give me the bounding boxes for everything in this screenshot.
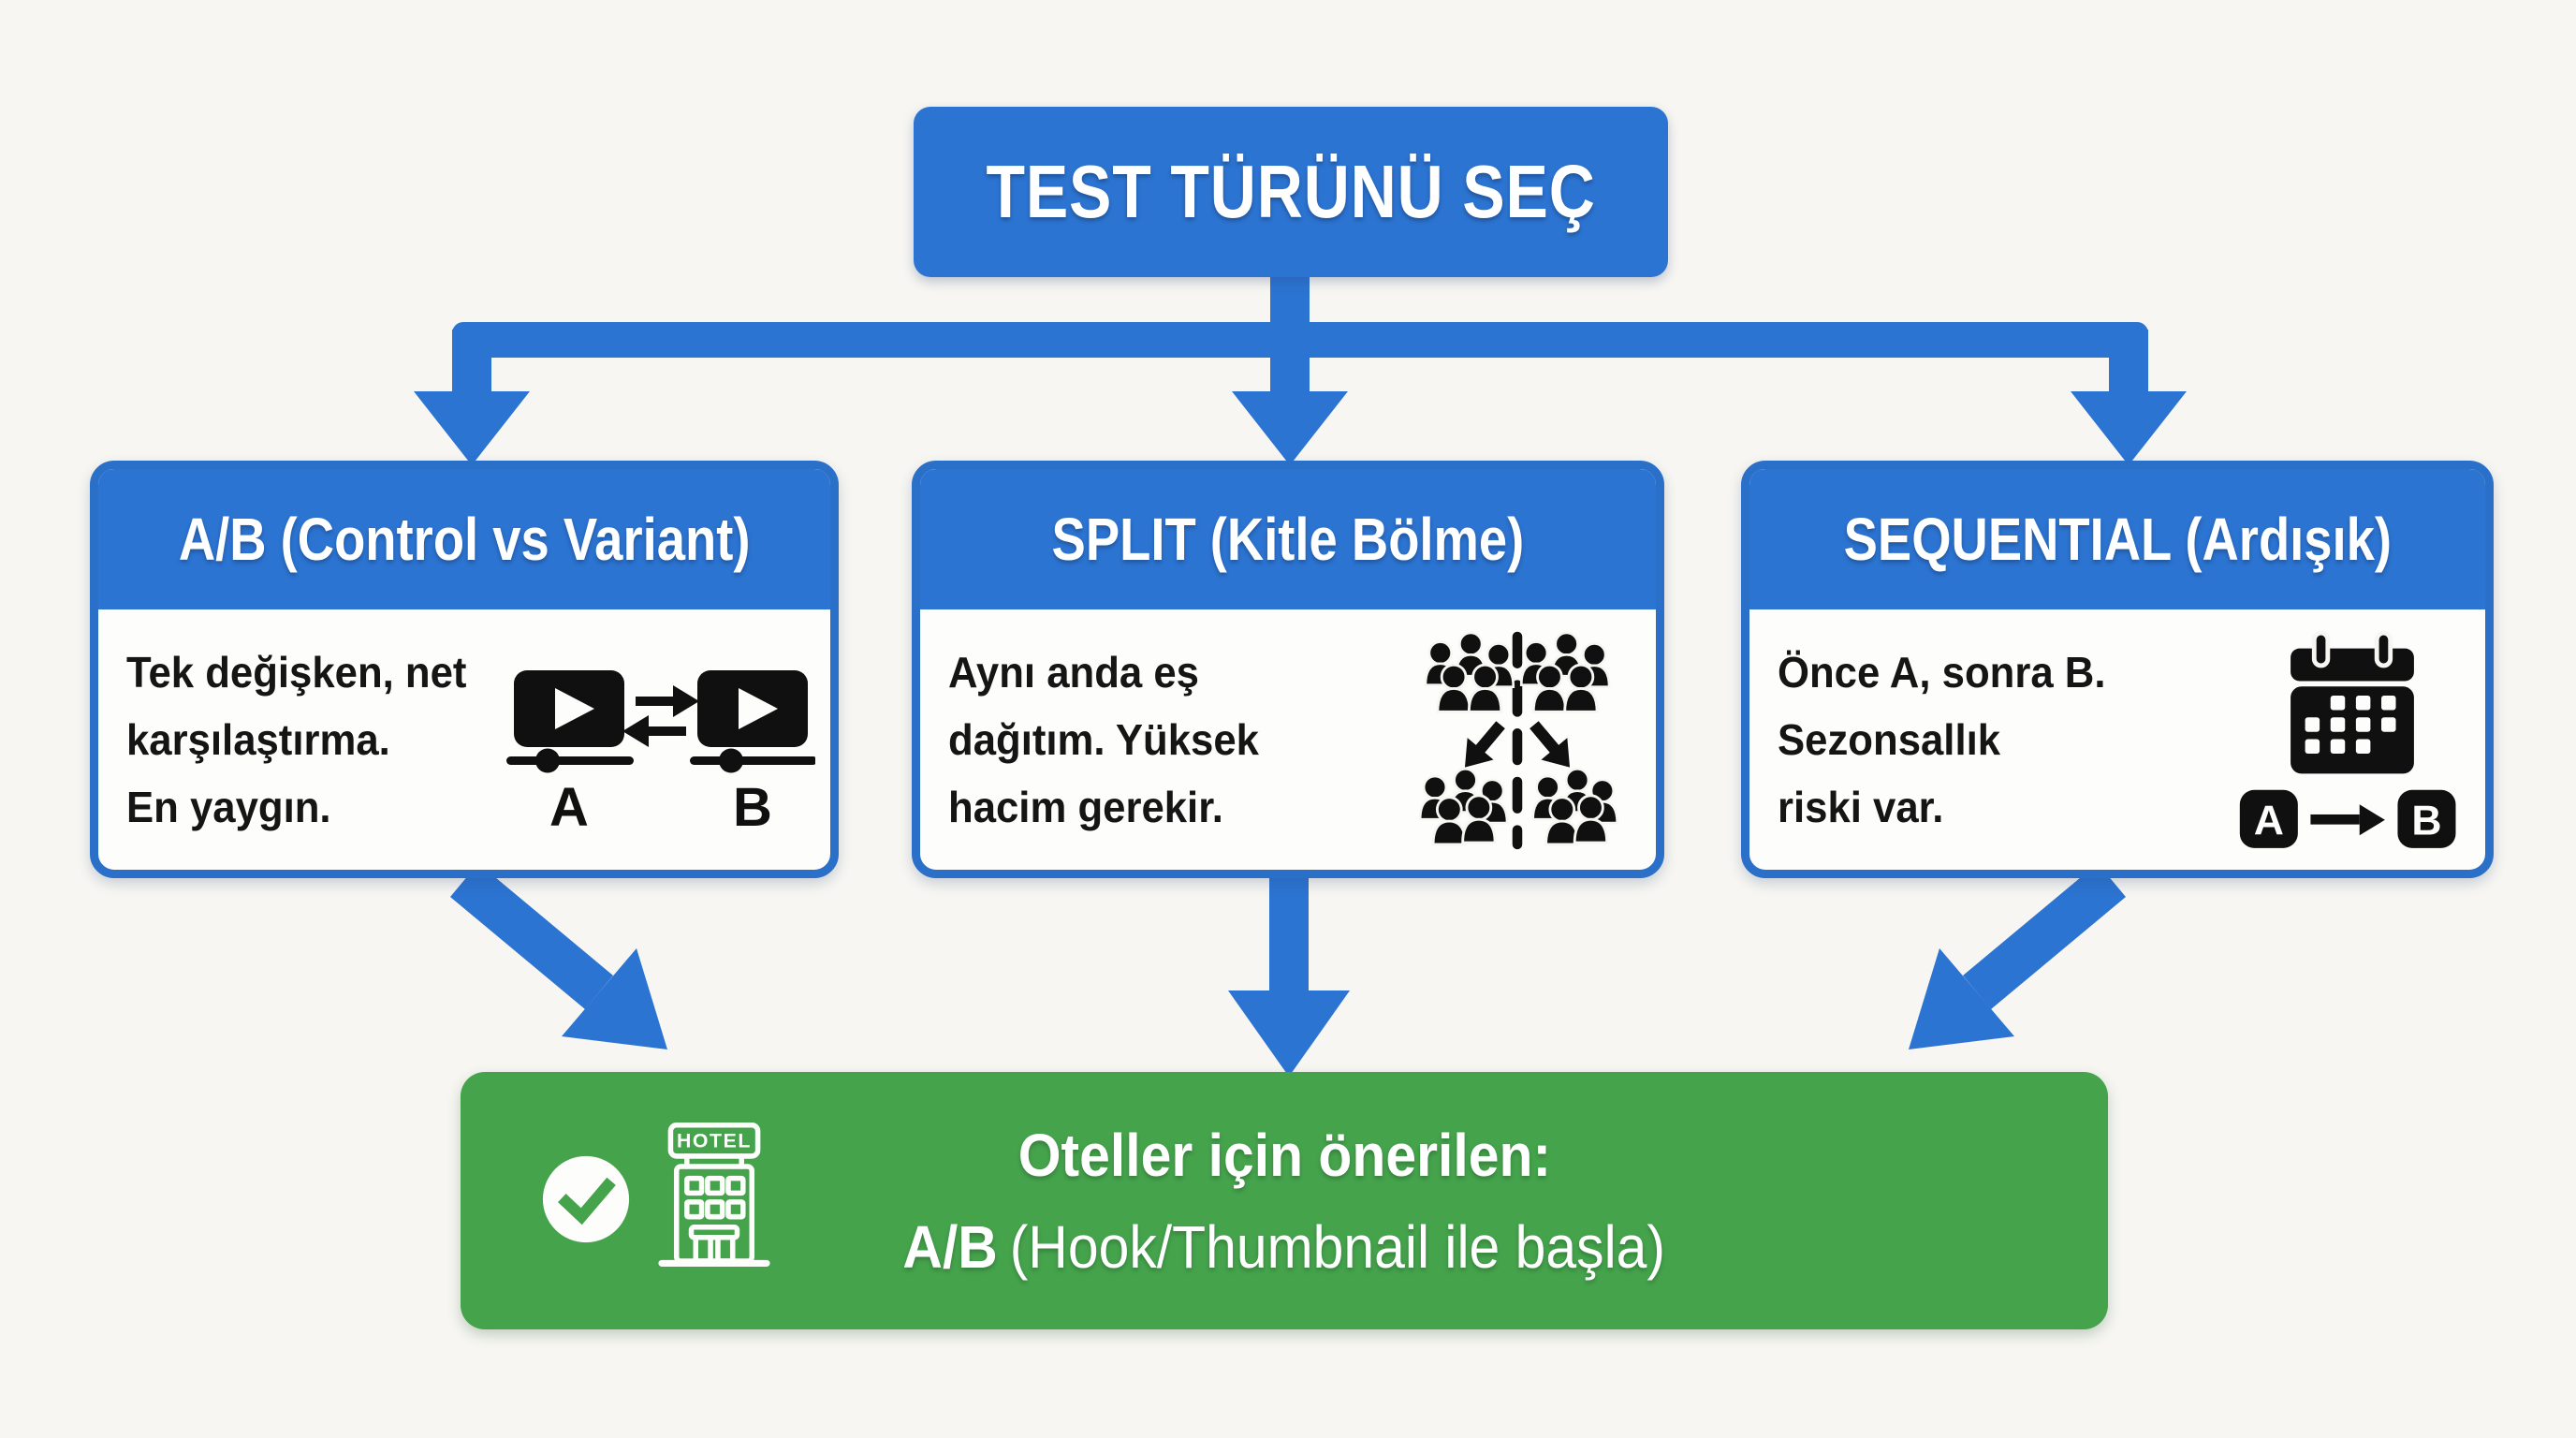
- recommendation-line1: Oteller için önerilen:: [1017, 1121, 1551, 1189]
- play-icon: [739, 687, 778, 729]
- progress-knob-a: [535, 748, 560, 772]
- recommendation-line2-rest: (Hook/Thumbnail ile başla): [1009, 1212, 1666, 1281]
- branch-card-sequential-description: Önce A, sonra B. Sezonsallık riski var.: [1778, 638, 2106, 841]
- diagonal-arrow-left-head: [562, 948, 667, 1049]
- hotel-sign: [667, 1123, 761, 1159]
- vertical-arrow-middle-shaft: [1269, 871, 1309, 998]
- recommendation-line2-emphasis: A/B: [902, 1212, 999, 1281]
- branch-card-split: SPLIT (Kitle Bölme) Aynı anda eş dağıtım…: [912, 461, 1664, 878]
- text-line: karşılaştırma.: [126, 715, 390, 764]
- audience-group-top-left: [1424, 631, 1515, 713]
- video-ab-compare-icon: A B: [506, 644, 815, 836]
- audience-group-bottom-right: [1531, 768, 1619, 846]
- audience-group-top-right: [1519, 631, 1611, 713]
- diagonal-arrow-right-head: [1909, 948, 2014, 1049]
- branch-card-ab-title: A/B (Control vs Variant): [178, 506, 751, 573]
- calendar-day-dots: [2305, 695, 2396, 755]
- hotel-sign-label: HOTEL: [677, 1129, 752, 1152]
- calendar-sequence-icon: A B: [2234, 628, 2470, 851]
- swap-arrow-right: [636, 696, 675, 706]
- variant-b-label: B: [733, 777, 772, 836]
- text-line: Tek değişken, net: [126, 648, 467, 697]
- step-a-label: A: [2254, 798, 2284, 844]
- step-b-label: B: [2411, 798, 2441, 844]
- text-line: dağıtım. Yüksek: [948, 715, 1259, 764]
- swap-arrow-left: [647, 726, 686, 736]
- hotel-building-icon: HOTEL: [658, 1123, 770, 1267]
- branch-card-sequential: SEQUENTIAL (Ardışık) Önce A, sonra B. Se…: [1741, 461, 2494, 878]
- root-node-label: TEST TÜRÜNÜ SEÇ: [986, 150, 1596, 233]
- sequence-arrow-head: [2359, 804, 2385, 836]
- audience-group-bottom-left: [1418, 768, 1509, 846]
- recommendation-icons: HOTEL: [461, 1072, 2108, 1329]
- text-line: Önce A, sonra B.: [1778, 648, 2106, 697]
- text-line: hacim gerekir.: [948, 783, 1223, 831]
- branch-card-split-body: Aynı anda eş dağıtım. Yüksek hacim gerek…: [920, 609, 1656, 870]
- diagonal-arrow-left-shaft: [450, 863, 613, 1009]
- branch-card-ab: A/B (Control vs Variant) Tek değişken, n…: [90, 461, 839, 878]
- diagonal-arrow-right-shaft: [1963, 863, 2126, 1009]
- arrowhead-right: [2071, 391, 2187, 465]
- sequence-arrow-shaft: [2310, 814, 2360, 825]
- swap-arrow-left-head: [622, 714, 649, 747]
- text-line: En yaygın.: [126, 783, 331, 831]
- branch-card-ab-body: Tek değişken, net karşılaştırma. En yayg…: [98, 609, 830, 870]
- calendar-ring-right: [2374, 630, 2393, 668]
- text-line: Sezonsallık: [1778, 715, 2001, 764]
- hotel-door-canopy: [688, 1224, 740, 1240]
- play-icon: [555, 687, 594, 729]
- progress-bar-a: [506, 756, 634, 765]
- progress-knob-b: [719, 748, 743, 772]
- progress-bar-b: [690, 756, 815, 765]
- check-circle-icon: [542, 1155, 630, 1243]
- vertical-arrow-middle-head: [1228, 990, 1350, 1077]
- recommendation-node: HOTEL Oteller için önerilen: A/B(Hook/Th…: [461, 1072, 2108, 1329]
- branch-card-split-header: SPLIT (Kitle Bölme): [920, 469, 1656, 609]
- calendar-ring-left: [2311, 630, 2331, 668]
- branch-card-ab-description: Tek değişken, net karşılaştırma. En yayg…: [126, 638, 466, 841]
- recommendation-line2: A/B(Hook/Thumbnail ile başla): [903, 1217, 1666, 1277]
- step-a-badge: [2239, 789, 2298, 848]
- audience-split-icon: [1394, 627, 1641, 852]
- arrowhead-left: [414, 391, 530, 465]
- branch-card-sequential-body: Önce A, sonra B. Sezonsallık riski var.: [1749, 609, 2485, 870]
- branch-card-sequential-header: SEQUENTIAL (Ardışık): [1749, 469, 2485, 609]
- branch-card-split-title: SPLIT (Kitle Bölme): [1051, 506, 1525, 573]
- split-arrow-right: [1530, 721, 1571, 768]
- text-line: Aynı anda eş: [948, 648, 1199, 697]
- branch-card-sequential-title: SEQUENTIAL (Ardışık): [1843, 506, 2392, 573]
- branch-card-ab-header: A/B (Control vs Variant): [98, 469, 830, 609]
- split-arrow-left: [1464, 721, 1505, 768]
- arrowhead-middle: [1232, 391, 1348, 465]
- recommendation-text: Oteller için önerilen: A/B(Hook/Thumbnai…: [461, 1072, 2108, 1329]
- calendar-header: [2291, 648, 2414, 682]
- text-line: riski var.: [1778, 783, 1944, 831]
- branch-card-split-description: Aynı anda eş dağıtım. Yüksek hacim gerek…: [948, 638, 1259, 841]
- top-branch-connector: [414, 271, 2187, 465]
- bottom-merge-connector: [450, 863, 2126, 1077]
- swap-arrow-right-head: [673, 684, 699, 717]
- variant-a-label: A: [549, 777, 589, 836]
- root-node: TEST TÜRÜNÜ SEÇ: [914, 107, 1668, 277]
- step-b-badge: [2397, 789, 2456, 848]
